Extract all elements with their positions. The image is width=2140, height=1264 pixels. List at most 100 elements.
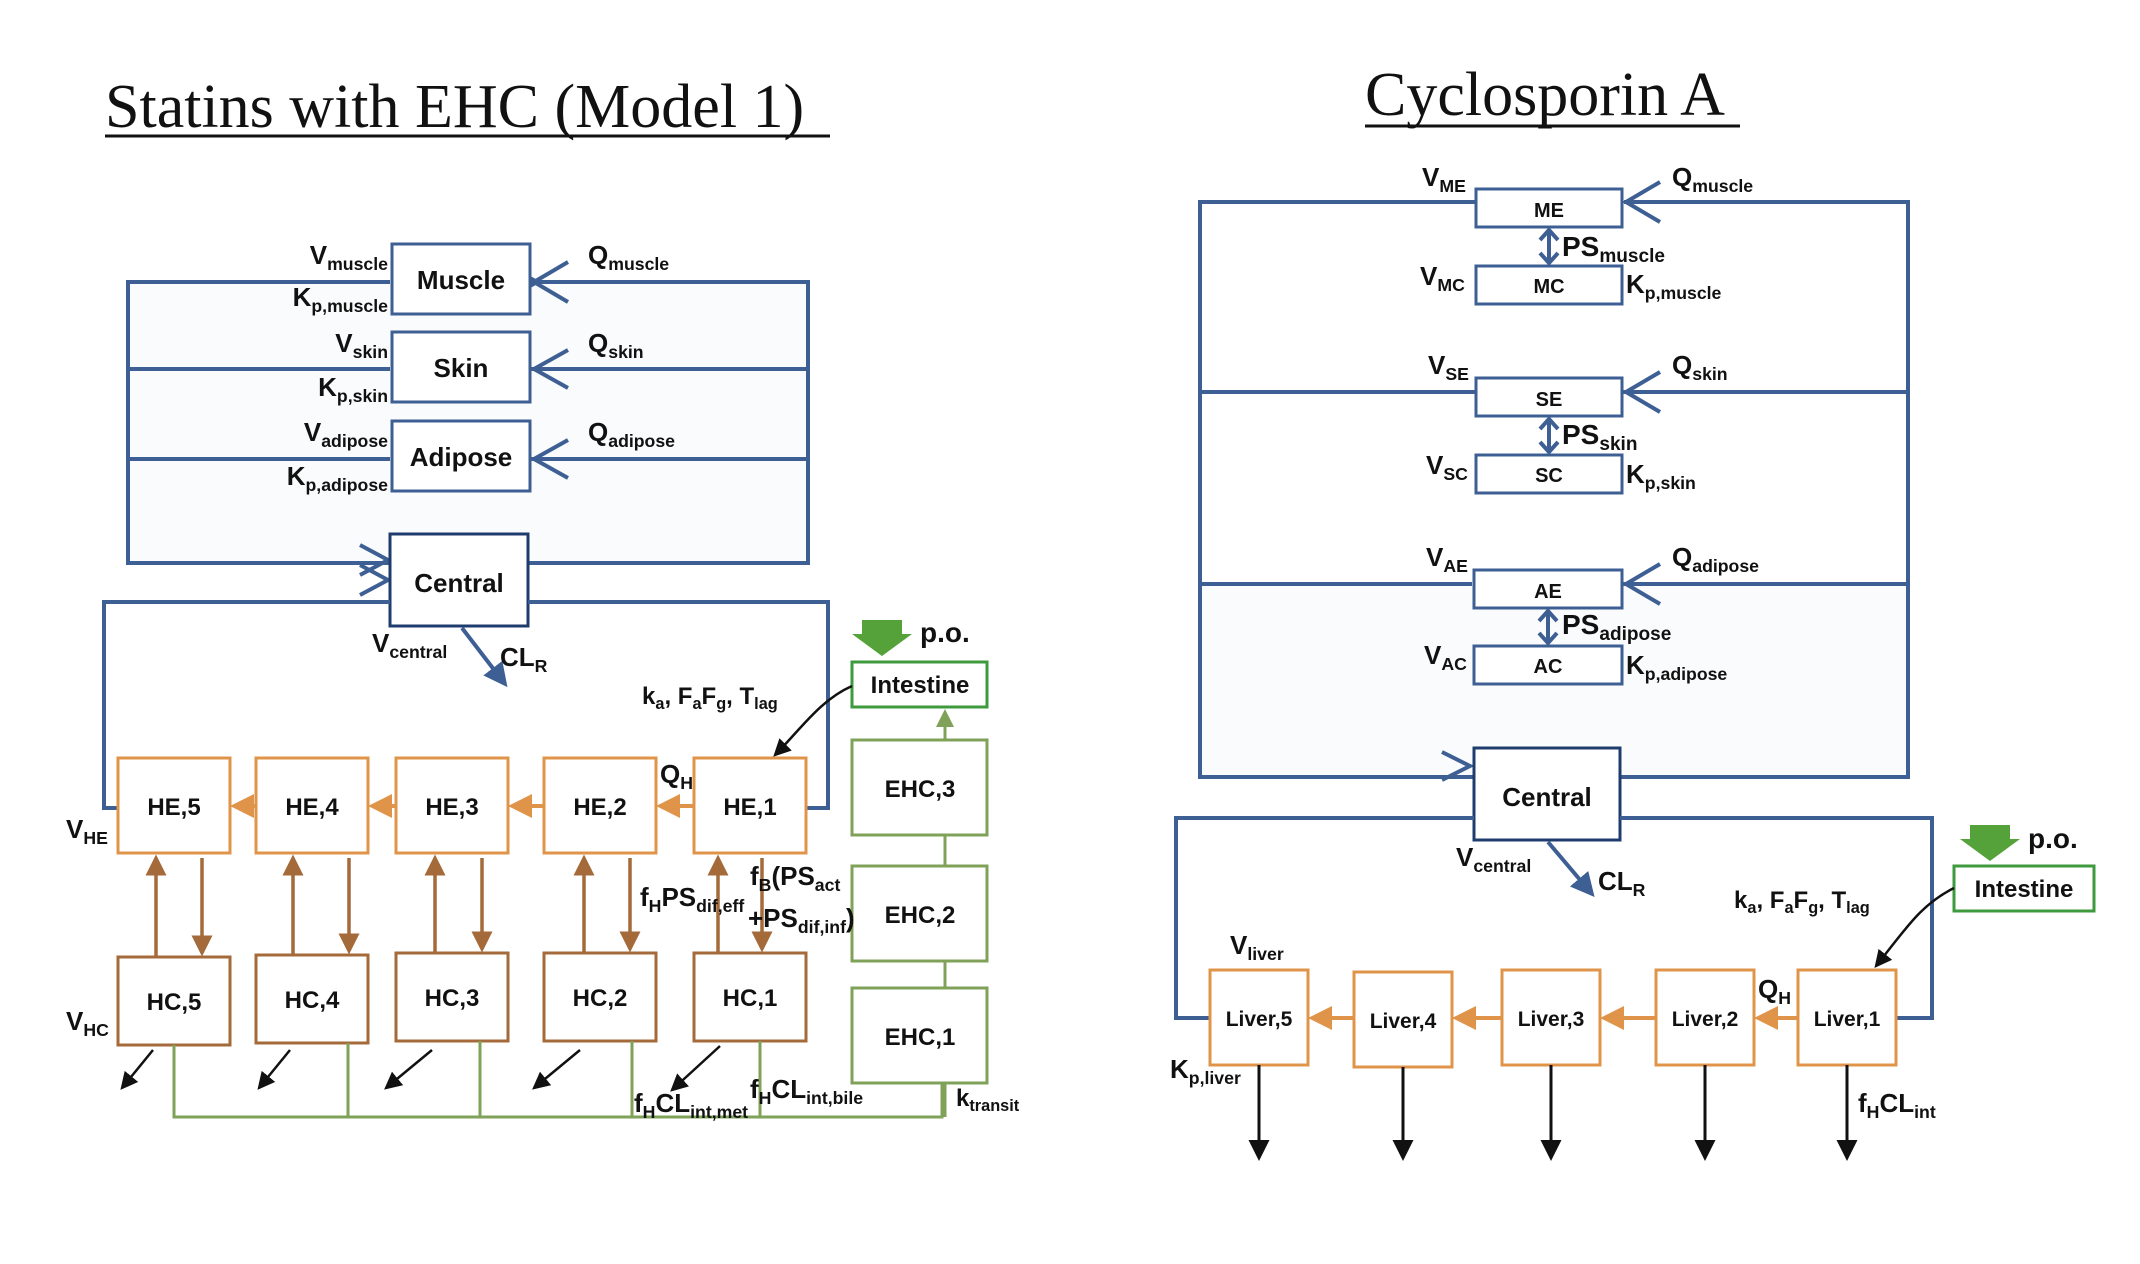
v-ac-label: VAC [1424,640,1467,674]
q-skin-right-label: Qskin [1672,350,1728,384]
hc4-label: HC,4 [285,987,340,1014]
q-muscle-label: Qmuscle [588,240,669,274]
right-model: Cyclosporin A ME MC SE SC AE AC [1170,61,2096,1161]
ehc3-box [850,738,989,837]
fhclmet-label: fHCLint,met [634,1088,748,1122]
right-intestine-box [1952,864,2096,913]
muscle-box [390,242,532,316]
bile-collection-lines [172,1041,944,1119]
left-vcentral-label: Vcentral [372,628,447,662]
skin-box [390,330,532,404]
right-hepatic-return [1620,816,1934,1020]
left-title: Statins with EHC (Model 1) [105,73,804,141]
fhclint-label: fHCLint [1858,1088,1936,1122]
q-adipose-label: Qadipose [588,417,675,451]
se-box [1474,376,1624,418]
mc-label: MC [1533,276,1564,298]
muscle-label: Muscle [417,265,505,295]
kpliver-label: Kp,liver [1170,1054,1241,1088]
right-central-label: Central [1502,782,1592,812]
ps-muscle-label: PSmuscle [1562,231,1665,267]
kp-adipose-label: Kp,adipose [287,461,388,495]
hc-elimination-arrows [120,1045,721,1092]
right-clr-arrow [1546,840,1595,898]
sc-box [1474,453,1624,495]
ehc1-box [850,986,989,1085]
left-intestine-label: Intestine [871,672,970,699]
left-intestine-box [850,660,989,709]
right-hepatic-loop [1174,816,1474,1020]
v-sc-label: VSC [1426,450,1468,484]
ehc3-label: EHC,3 [885,776,956,803]
kp-muscle-right-label: Kp,muscle [1626,269,1722,303]
he4-label: HE,4 [285,794,339,821]
liver3-label: Liver,3 [1518,1008,1585,1031]
left-clr-arrow [460,626,508,688]
right-po-label: p.o. [2028,823,2078,854]
liver4-box [1352,970,1454,1069]
he1-label: HE,1 [723,794,776,821]
left-ka-label: ka, FaFg, Tlag [642,683,778,713]
ac-label: AC [1534,656,1563,678]
ps-exchange-arrows [1537,227,1560,646]
ps-adipose-label: PSadipose [1562,609,1671,645]
hc3-label: HC,3 [425,985,480,1012]
adipose-label: Adipose [410,442,513,472]
qh-right-label: QH [1758,974,1791,1008]
v-mc-label: VMC [1420,261,1465,295]
me-label: ME [1534,200,1564,222]
q-skin-label: Qskin [588,328,644,362]
adipose-box [390,419,532,493]
q-adipose-right-label: Qadipose [1672,542,1759,576]
hc5-label: HC,5 [147,989,202,1016]
ehc2-label: EHC,2 [885,902,956,929]
kp-muscle-label: Kp,muscle [293,282,389,316]
left-absorption-arrow [773,684,853,757]
vhc-label: VHC [66,1006,109,1040]
liver-row: Liver,5 Liver,4 Liver,3 Liver,2 Liver,1 [1208,968,1898,1069]
left-central-box [388,532,530,628]
v-adipose-label: Vadipose [304,417,388,451]
left-central-label: Central [414,568,504,598]
kp-skin-right-label: Kp,skin [1626,459,1696,493]
vhe-label: VHE [66,814,108,848]
hc-row: HC,5 HC,4 HC,3 HC,2 HC,1 [116,951,808,1047]
se-label: SE [1536,389,1563,411]
sc-label: SC [1535,465,1563,487]
ps-skin-label: PSskin [1562,419,1637,455]
v-me-label: VME [1422,162,1466,196]
liver-elimination-arrows [1248,1065,1858,1161]
hc2-box [542,951,658,1043]
mc-box [1474,264,1624,306]
left-model: Statins with EHC (Model 1) Muscle Skin A… [66,73,1020,1122]
he2-label: HE,2 [573,794,626,821]
right-title: Cyclosporin A [1365,61,1725,129]
right-vcentral-label: Vcentral [1456,842,1531,876]
left-po-arrow [852,620,912,656]
left-hepatic-return [528,600,830,810]
ae-box [1472,568,1624,610]
he4-box [254,756,370,855]
right-absorption-arrow [1874,886,1955,968]
hc2-label: HC,2 [573,985,628,1012]
right-ka-label: ka, FaFg, Tlag [1734,887,1870,917]
vliver-label: Vliver [1230,930,1284,964]
he1-box [692,756,808,855]
left-po-label: p.o. [920,617,970,648]
kp-skin-label: Kp,skin [318,372,388,406]
right-clr-label: CLR [1598,866,1646,900]
he3-box [394,756,510,855]
hc1-box [692,951,808,1043]
ae-label: AE [1534,581,1562,603]
he2-box [542,756,658,855]
fh-psdif-label: fHPSdif,eff [640,882,744,916]
liver5-label: Liver,5 [1226,1008,1293,1031]
v-skin-label: Vskin [335,328,388,362]
psdifinf-label: +PSdif,inf) [748,903,855,937]
kp-adipose-right-label: Kp,adipose [1626,650,1727,684]
qh-left-label: QH [660,759,693,793]
he3-label: HE,3 [425,794,478,821]
v-ae-label: VAE [1426,542,1468,576]
hc3-box [394,951,510,1043]
exchange-arrows [145,854,773,957]
